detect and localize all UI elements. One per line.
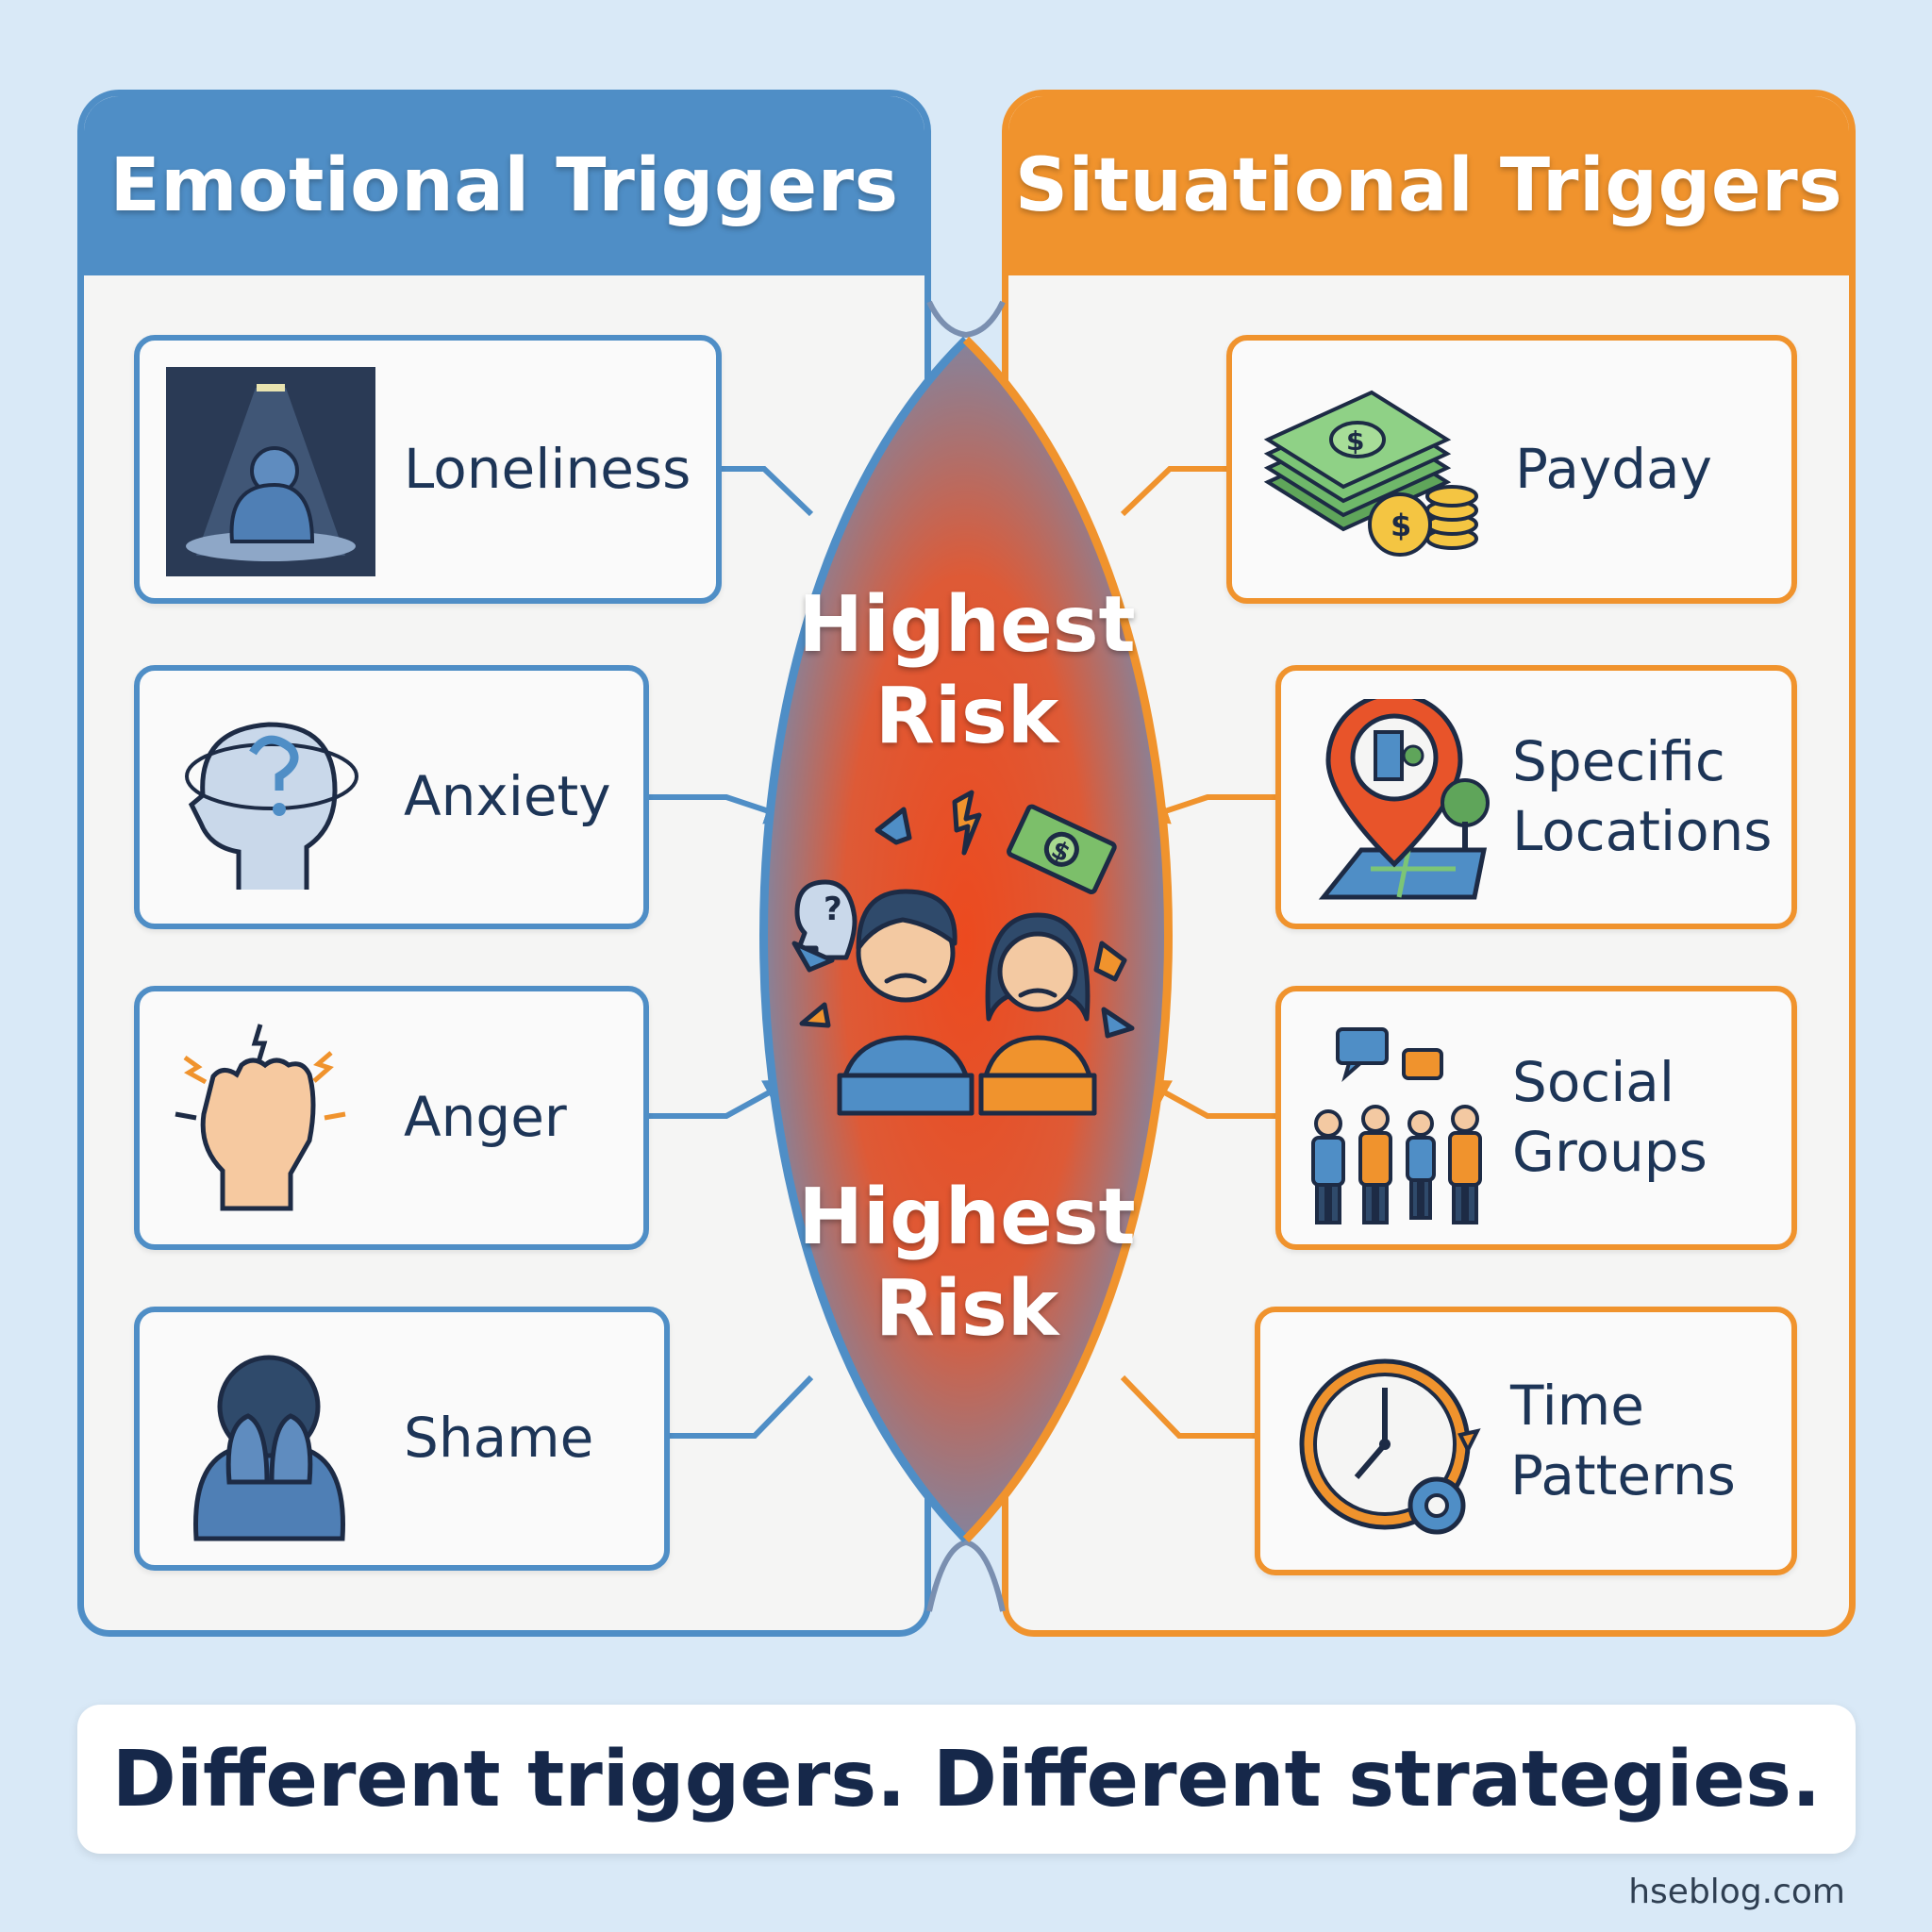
card-time-patterns: Time Patterns	[1255, 1307, 1797, 1575]
card-label-shame: Shame	[404, 1406, 594, 1471]
card-label-anger: Anger	[404, 1085, 567, 1150]
card-label-payday: Payday	[1515, 436, 1712, 501]
tagline-banner: Different triggers. Different strategies…	[77, 1705, 1856, 1854]
connector-payday	[1120, 466, 1226, 517]
money-stack-icon: $ $	[1263, 390, 1478, 557]
connector-shame	[670, 1374, 814, 1439]
connector-anger	[649, 1079, 793, 1119]
emotional-triggers-title: Emotional Triggers	[84, 96, 924, 275]
people-group-icon	[1311, 1027, 1482, 1224]
card-specific-locations: Specific Locations	[1275, 665, 1797, 929]
card-label-anxiety: Anxiety	[404, 764, 611, 829]
card-label-time-patterns: Time Patterns	[1510, 1373, 1736, 1507]
connector-social	[1141, 1079, 1275, 1119]
card-loneliness: Loneliness	[134, 335, 722, 604]
connector-time	[1120, 1374, 1255, 1439]
card-label-social-groups: Social Groups	[1512, 1050, 1707, 1184]
lonely-person-icon	[166, 367, 375, 576]
card-anger: Anger	[134, 986, 649, 1250]
situational-triggers-title: Situational Triggers	[1008, 96, 1849, 275]
stressed-couple-icon: ? $	[791, 790, 1135, 1116]
card-anxiety: Anxiety	[134, 665, 649, 929]
card-label-specific-locations: Specific Locations	[1512, 729, 1773, 863]
card-social-groups: Social Groups	[1275, 986, 1797, 1250]
connector-anxiety	[649, 794, 794, 824]
anxious-head-icon	[185, 722, 358, 890]
bottom-panel-junction	[926, 1539, 1006, 1612]
card-payday: $ $ Payday	[1226, 335, 1797, 604]
connector-locations	[1140, 794, 1275, 824]
card-shame: Shame	[134, 1307, 670, 1571]
highest-risk-label-bottom: Highest Risk	[798, 1173, 1136, 1354]
highest-risk-label-top: Highest Risk	[798, 580, 1136, 761]
watermark: hseblog.com	[1628, 1873, 1845, 1911]
connector-loneliness	[722, 466, 814, 517]
highest-risk-lens	[763, 340, 1169, 1540]
clenched-fist-icon	[175, 1024, 346, 1211]
location-pin-icon	[1318, 699, 1490, 900]
face-in-hands-icon	[193, 1355, 345, 1541]
svg-text:$: $	[1391, 508, 1411, 543]
card-label-loneliness: Loneliness	[404, 436, 691, 501]
clock-icon	[1299, 1358, 1481, 1535]
svg-text:$: $	[1346, 425, 1364, 457]
top-panel-junction	[926, 300, 1006, 339]
svg-text:?: ?	[824, 891, 842, 928]
